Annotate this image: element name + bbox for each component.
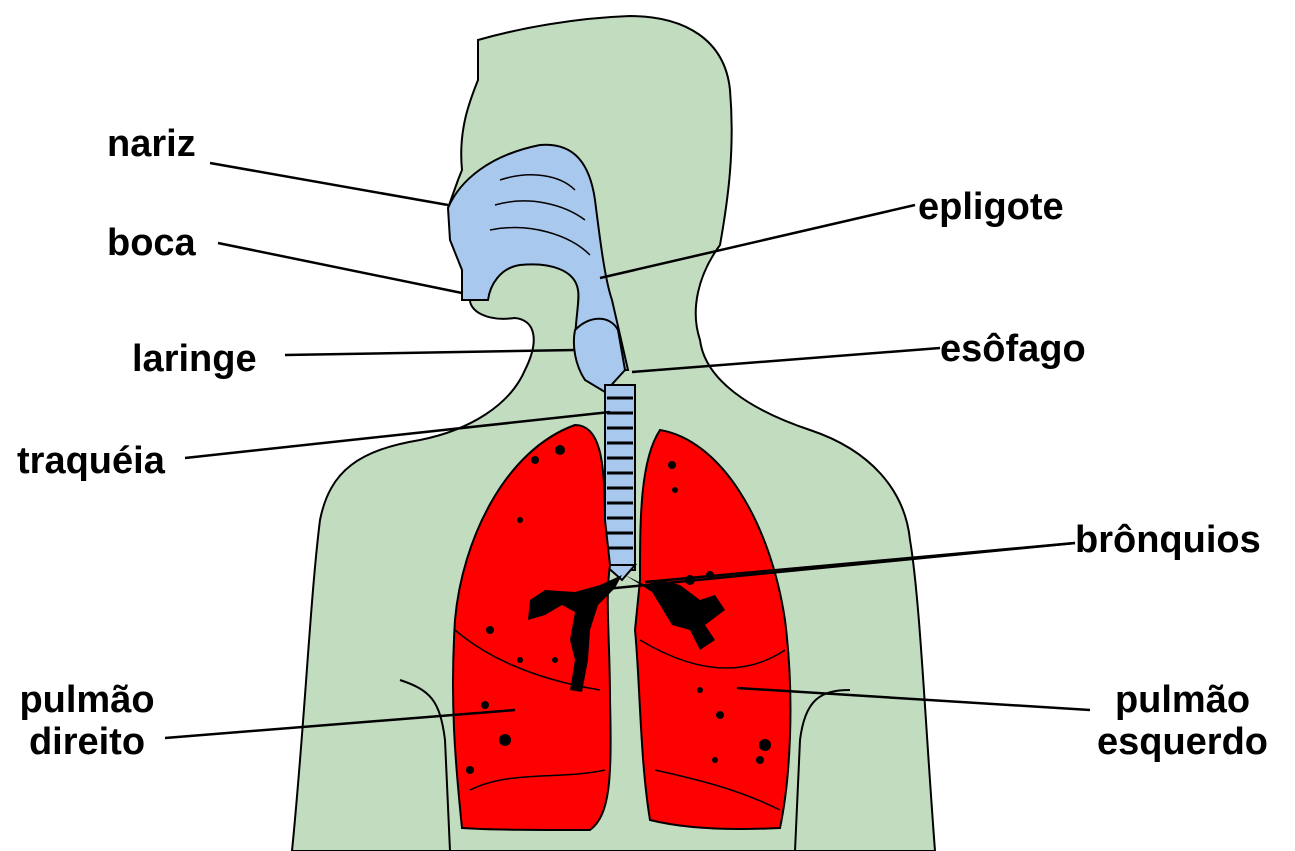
label-mouth: boca (107, 222, 196, 264)
label-bronchi: brônquios (1075, 519, 1261, 561)
label-left-lung-line2: esquerdo (1085, 721, 1280, 763)
label-larynx: laringe (132, 338, 257, 380)
label-right-lung-line2: direito (12, 721, 162, 763)
leader-nose (210, 163, 448, 205)
label-left-lung: pulmão esquerdo (1085, 679, 1280, 763)
label-right-lung: pulmão direito (12, 679, 162, 763)
label-epiglottis: epligote (918, 186, 1064, 228)
label-esophagus: esôfago (940, 328, 1086, 370)
label-left-lung-line1: pulmão (1085, 679, 1280, 721)
label-right-lung-line1: pulmão (12, 679, 162, 721)
label-trachea: traquéia (17, 440, 165, 482)
label-nose: nariz (107, 123, 196, 165)
leader-mouth (218, 243, 462, 293)
